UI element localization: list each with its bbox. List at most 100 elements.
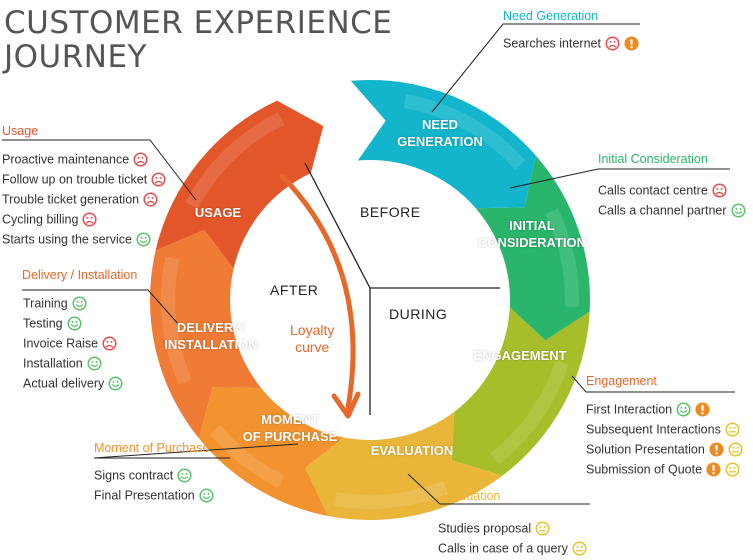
ring-highlight <box>490 360 569 465</box>
happy-icon <box>87 356 102 371</box>
ring-highlight <box>185 112 285 209</box>
list-item-text: Submission of Quote <box>586 462 703 477</box>
stage-label: USAGE <box>194 205 242 220</box>
list-item-text: Signs contract <box>94 468 174 483</box>
ring-segment-engagement <box>451 307 590 476</box>
ring-segment-usage <box>155 100 324 269</box>
alert-icon <box>624 36 639 51</box>
ring-segment-evaluation <box>305 411 503 521</box>
list-item-text: Actual delivery <box>23 376 105 391</box>
panel-heading-initial-consideration: Initial Consideration <box>598 152 708 166</box>
stage-delivery-installation: DELIVERY/ INSTALLATION <box>150 319 272 353</box>
list-item: Subsequent Interactions <box>586 421 740 437</box>
happy-icon <box>67 316 82 331</box>
stage-initial-consideration: INITIAL CONSIDERATION <box>470 217 594 251</box>
list-item-text: Subsequent Interactions <box>586 422 721 437</box>
stage-label: INSTALLATION <box>164 337 258 352</box>
list-item-text: Studies proposal <box>438 521 532 536</box>
stage-label: OF PURCHASE <box>242 429 338 444</box>
happy-icon <box>136 232 151 247</box>
page-title: CUSTOMER EXPERIENCE JOURNEY <box>4 6 392 74</box>
phase-before: BEFORE <box>360 204 421 220</box>
list-item-text: Cycling billing <box>2 212 79 227</box>
stage-label: NEED <box>421 117 459 132</box>
list-item-text: Follow up on trouble ticket <box>2 172 148 187</box>
loyalty-curve-arrow <box>279 173 356 411</box>
list-item: Submission of Quote <box>586 461 740 477</box>
leader-line <box>22 289 181 327</box>
list-item: Trouble ticket generation <box>2 191 158 207</box>
list-item: Calls a channel partner <box>598 202 746 218</box>
neutral-icon <box>572 541 587 556</box>
neutral-icon <box>535 521 550 536</box>
phase-during: DURING <box>389 306 448 322</box>
ring-segment-need-generation <box>350 79 536 209</box>
list-item-text: Final Presentation <box>94 488 195 503</box>
leader-line <box>571 375 735 393</box>
loyalty-curve-label: Loyalty curve <box>290 322 334 356</box>
list-item: Follow up on trouble ticket <box>2 171 166 187</box>
list-item: Actual delivery <box>23 375 123 391</box>
list-item-text: Calls in case of a query <box>438 541 568 556</box>
sad-icon <box>151 172 166 187</box>
sad-icon <box>102 336 117 351</box>
sad-icon <box>82 212 97 227</box>
stage-label: CONSIDERATION <box>477 235 587 250</box>
list-item: Starts using the service <box>2 231 151 247</box>
ring-segment-initial-consideration <box>475 155 590 341</box>
leader-line <box>431 23 640 113</box>
leader-line <box>2 139 197 201</box>
list-item-text: Invoice Raise <box>23 336 99 351</box>
list-item: Invoice Raise <box>23 335 117 351</box>
panel-heading-delivery-installation: Delivery / Installation <box>22 268 138 282</box>
list-item: Signs contract <box>94 467 192 483</box>
list-item: Studies proposal <box>438 520 550 536</box>
panel-heading-moment-of-purchase: Moment of Purchase <box>94 441 210 455</box>
ring-highlight <box>209 425 285 488</box>
list-item-text: Trouble ticket generation <box>2 192 140 207</box>
alert-icon <box>706 462 721 477</box>
leader-line <box>93 443 299 459</box>
stage-label: EVALUATION <box>370 443 454 458</box>
leader-line <box>407 473 590 505</box>
list-item: Calls contact centre <box>598 182 727 198</box>
loyalty-arrow-head <box>331 391 361 419</box>
ring-segment-delivery-installation <box>149 229 262 439</box>
neutral-icon <box>728 442 743 457</box>
list-item: Final Presentation <box>94 487 214 503</box>
stage-label: INITIAL <box>509 218 555 233</box>
list-item-text: Searches internet <box>503 36 601 51</box>
list-item: Calls in case of a query <box>438 540 587 556</box>
stage-evaluation: EVALUATION <box>362 442 462 459</box>
list-item-text: Solution Presentation <box>586 442 705 457</box>
list-item: Searches internet <box>503 35 639 51</box>
happy-icon <box>731 203 746 218</box>
list-item-text: Installation <box>23 356 83 371</box>
ring-highlight <box>333 480 449 509</box>
ring-highlight <box>161 256 192 386</box>
sad-icon <box>133 152 148 167</box>
sad-icon <box>605 36 620 51</box>
list-item: Solution Presentation <box>586 441 743 457</box>
ring-highlight <box>403 94 526 170</box>
list-item-text: Training <box>23 296 68 311</box>
stage-engagement: ENGAGEMENT <box>462 347 578 364</box>
alert-icon <box>709 442 724 457</box>
panel-heading-need-generation: Need Generation <box>503 9 599 23</box>
journey-ring <box>149 79 590 521</box>
panel-heading-evaluation: Evaluation <box>442 489 501 503</box>
stage-label: GENERATION <box>397 134 483 149</box>
list-item: First Interaction <box>586 401 710 417</box>
phase-divider-line <box>304 162 371 289</box>
happy-icon <box>108 376 123 391</box>
list-item: Training <box>23 295 87 311</box>
happy-icon <box>177 468 192 483</box>
stage-label: MOMENT <box>261 412 319 427</box>
leader-line <box>509 168 730 189</box>
panel-heading-engagement: Engagement <box>586 374 657 388</box>
alert-icon <box>695 402 710 417</box>
stage-moment-of-purchase: MOMENT OF PURCHASE <box>232 411 348 445</box>
loyalty-line-1: Loyalty <box>290 322 335 338</box>
list-item-text: Calls contact centre <box>598 183 708 198</box>
stage-label: ENGAGEMENT <box>473 348 567 363</box>
